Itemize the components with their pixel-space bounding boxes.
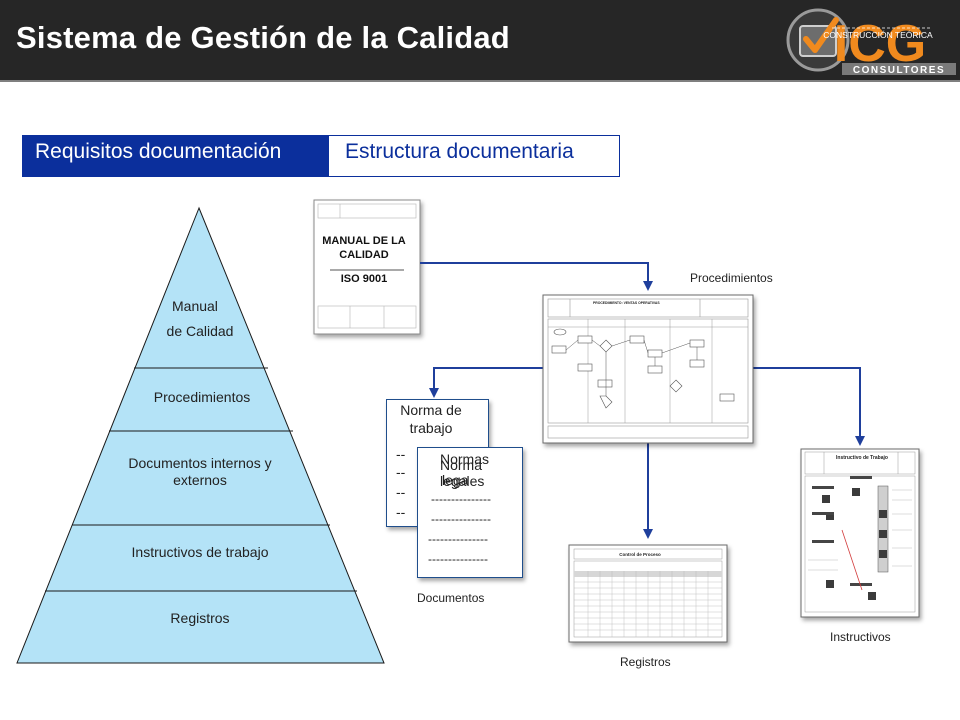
arrow-to-procedimientos (420, 262, 653, 291)
norma-trabajo-title-2: trabajo (409, 420, 453, 436)
connector-arrows (420, 262, 865, 539)
pyramid-level-documentos: Documentos internos y externos (128, 455, 272, 488)
header-divider (0, 80, 960, 82)
normas-legales-line-2: --------------- (431, 512, 491, 526)
title-bar: Sistema de Gestión de la Calidad ICG CON… (0, 0, 960, 80)
normas-legales-title-1: Normas (440, 451, 490, 467)
registro-heading: Control de Proceso (619, 552, 661, 557)
normas-legales-line-4: --------------- (428, 552, 488, 566)
norma-trabajo-line-3: -- (396, 484, 406, 500)
procedimiento-heading: PROCEDIMIENTO: VENTAS OPERATIVAS (593, 301, 660, 305)
procedimiento-document (542, 294, 754, 444)
manual-label-line2: de Calidad (166, 323, 234, 339)
manual-calidad-document (313, 199, 421, 335)
logo-brand: CONSULTORES (853, 65, 945, 76)
normas-legales-overlay-1: Norma (440, 457, 483, 473)
caption-documentos: Documentos (417, 591, 485, 605)
tab-estructura-documentaria[interactable]: Estructura documentaria (345, 140, 574, 163)
caption-registros: Registros (620, 655, 671, 669)
documentation-pyramid (16, 206, 385, 664)
page-title: Sistema de Gestión de la Calidad (16, 20, 510, 55)
manual-standard: ISO 9001 (341, 273, 387, 285)
norma-trabajo-title-1: Norma de (400, 402, 462, 418)
section-tabs: Requisitos documentación Estructura docu… (22, 135, 620, 177)
normas-legales-line-3: --------------- (428, 532, 488, 546)
tab-requisitos-documentacion[interactable]: Requisitos documentación (23, 136, 329, 176)
normas-legales-card: Normas legales Norma lega --------------… (417, 447, 523, 578)
instructivo-document (800, 448, 920, 618)
pyramid-level-procedimientos: Procedimientos (153, 389, 251, 405)
instructivo-heading: Instructivo de Trabajo (836, 455, 888, 461)
normas-legales-overlay-2: lega (442, 472, 469, 488)
pyramid-level-manual: Manual de Calidad (130, 298, 270, 340)
normas-legales-line-1: --------------- (431, 492, 491, 506)
manual-title-line2: CALIDAD (339, 249, 389, 261)
pyramid-level-instructivos: Instructivos de trabajo (131, 544, 269, 560)
manual-label-line1: Manual (172, 298, 218, 314)
norma-trabajo-line-2: -- (396, 464, 406, 480)
arrow-to-instructivos (752, 367, 865, 446)
norma-trabajo-line-4: -- (396, 504, 406, 520)
manual-title-line1: MANUAL DE LA (322, 235, 406, 247)
normas-legales-title-2: legales (440, 473, 485, 489)
norma-trabajo-line-1: -- (396, 446, 406, 462)
pyramid-level-registros: Registros (170, 610, 230, 626)
arrow-to-documentos (429, 367, 545, 398)
caption-procedimientos: Procedimientos (690, 271, 773, 285)
caption-instructivos: Instructivos (830, 630, 891, 644)
logo-tagline: CONSTRUCCIÓN TEÓRICA (823, 30, 933, 40)
icg-consultores-logo: ICG CONSTRUCCIÓN TEÓRICA CONSULTORES (786, 8, 956, 76)
pyramid-shape (16, 206, 385, 664)
registro-document (568, 544, 728, 643)
